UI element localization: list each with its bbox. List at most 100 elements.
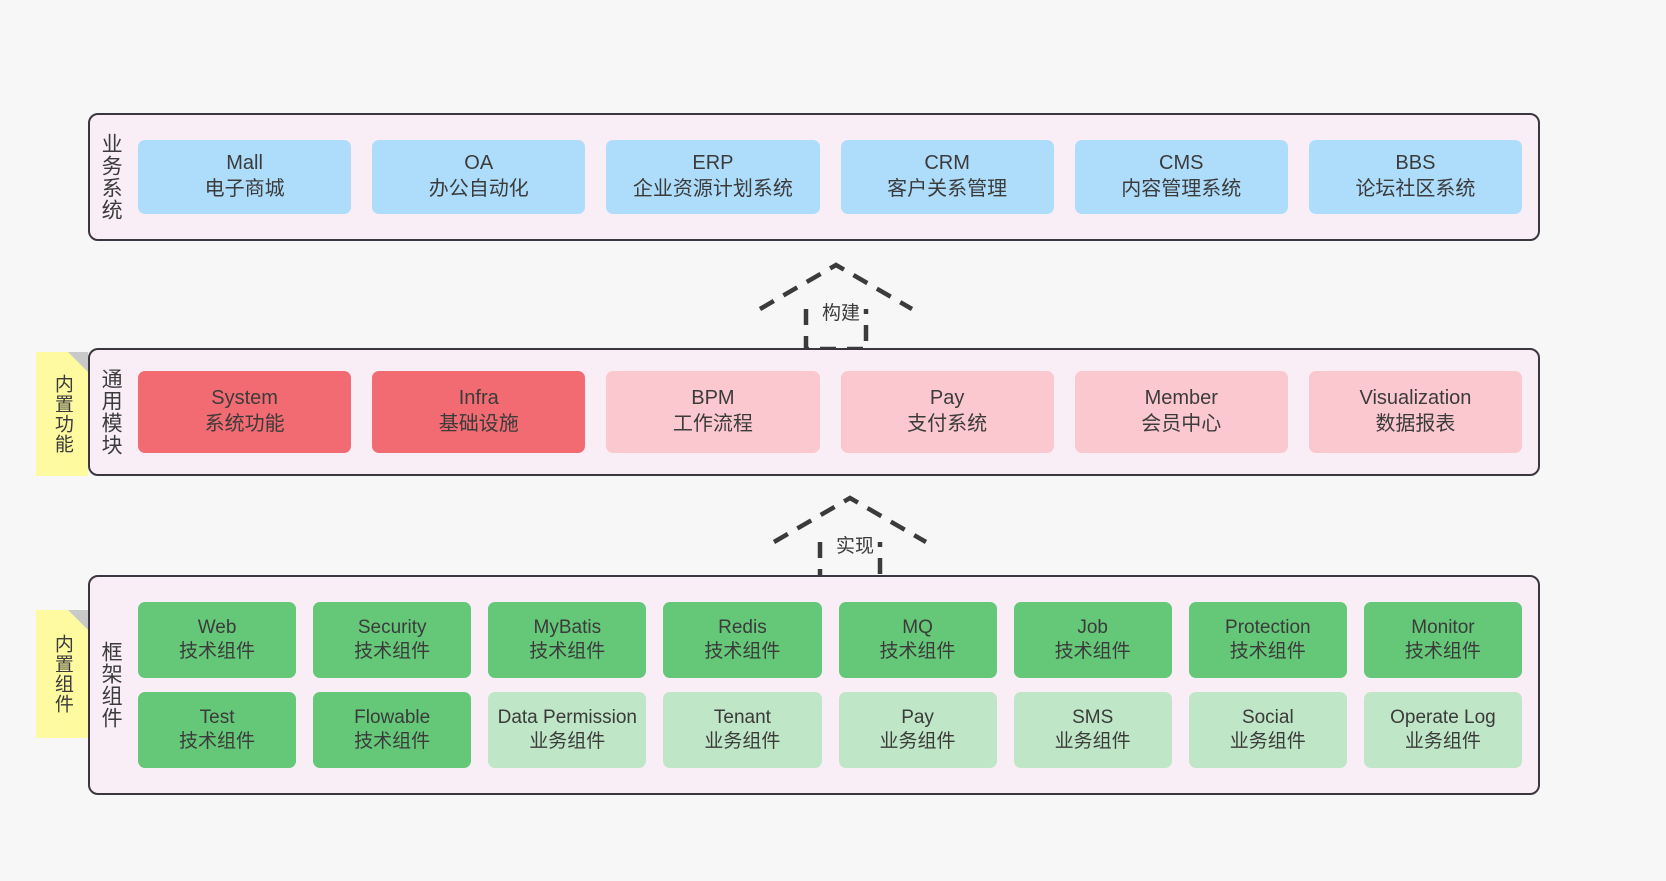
node-subtitle: 技术组件 bbox=[354, 731, 431, 752]
node-bbs[interactable]: BBS 论坛社区系统 bbox=[1308, 140, 1523, 214]
connector-implement: 实现 bbox=[770, 492, 930, 584]
layer-title-framework-components: 框架组件 bbox=[99, 641, 123, 729]
node-subtitle: 技术组件 bbox=[179, 731, 256, 752]
node-title: ERP bbox=[692, 152, 734, 175]
node-subtitle: 技术组件 bbox=[704, 641, 781, 662]
node-title: Protection bbox=[1225, 616, 1311, 638]
node-title: BBS bbox=[1395, 152, 1436, 175]
node-subtitle: 论坛社区系统 bbox=[1355, 178, 1476, 200]
node-system[interactable]: System 系统功能 bbox=[138, 371, 352, 453]
sticky-note-builtin-features: 内置功能 bbox=[36, 352, 88, 476]
node-visualization[interactable]: Visualization 数据报表 bbox=[1308, 371, 1523, 453]
node-cms[interactable]: CMS 内容管理系统 bbox=[1074, 140, 1288, 214]
node-subtitle: 内容管理系统 bbox=[1121, 178, 1242, 200]
layer-body-framework-components: Web 技术组件 Security 技术组件 MyBatis 技术组件 Redi… bbox=[130, 577, 1538, 793]
node-title: Member bbox=[1144, 387, 1218, 410]
layer-body-business-systems: Mall 电子商城 OA 办公自动化 ERP 企业资源计划系统 CRM 客户关系… bbox=[130, 115, 1538, 239]
node-row: Mall 电子商城 OA 办公自动化 ERP 企业资源计划系统 CRM 客户关系… bbox=[138, 140, 1523, 214]
node-bpm[interactable]: BPM 工作流程 bbox=[606, 371, 820, 453]
node-subtitle: 支付系统 bbox=[907, 413, 988, 435]
node-title: Monitor bbox=[1411, 616, 1475, 638]
connector-label-implement: 实现 bbox=[836, 536, 875, 557]
layer-common-modules: 通用模块 System 系统功能 Infra 基础设施 BPM 工作流程 Pay… bbox=[88, 348, 1540, 476]
layer-framework-components: 框架组件 Web 技术组件 Security 技术组件 MyBatis 技术组件… bbox=[88, 575, 1540, 795]
node-title: Security bbox=[357, 616, 427, 638]
node-monitor[interactable]: Monitor 技术组件 bbox=[1363, 602, 1522, 678]
node-protection[interactable]: Protection 技术组件 bbox=[1188, 602, 1347, 678]
node-security[interactable]: Security 技术组件 bbox=[313, 602, 472, 678]
node-title: Infra bbox=[458, 387, 499, 410]
node-subtitle: 工作流程 bbox=[672, 413, 753, 435]
node-subtitle: 业务组件 bbox=[704, 731, 781, 752]
sticky-note-builtin-components: 内置组件 bbox=[36, 610, 88, 738]
node-infra[interactable]: Infra 基础设施 bbox=[372, 371, 586, 453]
node-title: MyBatis bbox=[533, 616, 602, 638]
node-sms[interactable]: SMS 业务组件 bbox=[1013, 692, 1172, 768]
layer-business-systems: 业务系统 Mall 电子商城 OA 办公自动化 ERP 企业资源计划系统 CRM… bbox=[88, 113, 1540, 241]
node-operate-log[interactable]: Operate Log 业务组件 bbox=[1363, 692, 1522, 768]
node-mall[interactable]: Mall 电子商城 bbox=[138, 140, 352, 214]
node-subtitle: 数据报表 bbox=[1375, 413, 1456, 435]
node-title: Data Permission bbox=[497, 706, 637, 728]
node-subtitle: 基础设施 bbox=[438, 413, 519, 435]
node-social[interactable]: Social 业务组件 bbox=[1188, 692, 1347, 768]
node-title: BPM bbox=[691, 387, 735, 410]
node-title: Social bbox=[1241, 706, 1294, 728]
node-member[interactable]: Member 会员中心 bbox=[1074, 371, 1288, 453]
node-subtitle: 技术组件 bbox=[1404, 641, 1481, 662]
node-title: CMS bbox=[1159, 152, 1204, 175]
node-title: Operate Log bbox=[1390, 706, 1496, 728]
node-row: System 系统功能 Infra 基础设施 BPM 工作流程 Pay 支付系统… bbox=[138, 371, 1523, 453]
node-subtitle: 业务组件 bbox=[879, 731, 956, 752]
node-title: Pay bbox=[901, 706, 934, 728]
node-subtitle: 技术组件 bbox=[529, 641, 606, 662]
node-subtitle: 业务组件 bbox=[1229, 731, 1306, 752]
node-erp[interactable]: ERP 企业资源计划系统 bbox=[606, 140, 820, 214]
node-subtitle: 电子商城 bbox=[204, 178, 285, 200]
node-title: Web bbox=[197, 616, 237, 638]
node-test[interactable]: Test 技术组件 bbox=[138, 692, 297, 768]
node-subtitle: 业务组件 bbox=[1054, 731, 1131, 752]
node-subtitle: 企业资源计划系统 bbox=[632, 178, 793, 200]
node-title: System bbox=[211, 387, 278, 410]
node-pay-business[interactable]: Pay 业务组件 bbox=[838, 692, 997, 768]
node-title: MQ bbox=[902, 616, 933, 638]
sticky-note-label: 内置功能 bbox=[51, 374, 73, 454]
node-row: Test 技术组件 Flowable 技术组件 Data Permission … bbox=[138, 692, 1522, 768]
node-redis[interactable]: Redis 技术组件 bbox=[663, 602, 822, 678]
sticky-note-label: 内置组件 bbox=[51, 634, 73, 714]
node-job[interactable]: Job 技术组件 bbox=[1013, 602, 1172, 678]
node-title: Redis bbox=[718, 616, 767, 638]
node-title: Flowable bbox=[354, 706, 431, 728]
node-title: Visualization bbox=[1359, 387, 1472, 410]
node-tenant[interactable]: Tenant 业务组件 bbox=[663, 692, 822, 768]
node-title: Job bbox=[1077, 616, 1108, 638]
connector-build: 构建 bbox=[756, 259, 916, 351]
node-flowable[interactable]: Flowable 技术组件 bbox=[313, 692, 472, 768]
node-title: OA bbox=[464, 152, 494, 175]
node-subtitle: 技术组件 bbox=[1229, 641, 1306, 662]
node-mybatis[interactable]: MyBatis 技术组件 bbox=[488, 602, 647, 678]
node-subtitle: 办公自动化 bbox=[428, 178, 529, 200]
node-pay[interactable]: Pay 支付系统 bbox=[840, 371, 1054, 453]
node-web[interactable]: Web 技术组件 bbox=[138, 602, 297, 678]
node-subtitle: 业务组件 bbox=[1404, 731, 1481, 752]
node-title: Mall bbox=[226, 152, 263, 175]
node-oa[interactable]: OA 办公自动化 bbox=[372, 140, 586, 214]
node-subtitle: 系统功能 bbox=[204, 413, 285, 435]
node-title: Pay bbox=[929, 387, 965, 410]
node-title: Test bbox=[199, 706, 235, 728]
node-subtitle: 技术组件 bbox=[354, 641, 431, 662]
layer-title-common-modules: 通用模块 bbox=[99, 368, 123, 456]
node-subtitle: 技术组件 bbox=[879, 641, 956, 662]
node-mq[interactable]: MQ 技术组件 bbox=[838, 602, 997, 678]
connector-label-build: 构建 bbox=[822, 303, 861, 324]
layer-body-common-modules: System 系统功能 Infra 基础设施 BPM 工作流程 Pay 支付系统… bbox=[130, 350, 1538, 474]
node-title: Tenant bbox=[713, 706, 771, 728]
node-title: CRM bbox=[924, 152, 970, 175]
node-data-permission[interactable]: Data Permission 业务组件 bbox=[488, 692, 647, 768]
node-subtitle: 技术组件 bbox=[179, 641, 256, 662]
node-crm[interactable]: CRM 客户关系管理 bbox=[840, 140, 1054, 214]
layer-title-business-systems: 业务系统 bbox=[99, 133, 123, 221]
